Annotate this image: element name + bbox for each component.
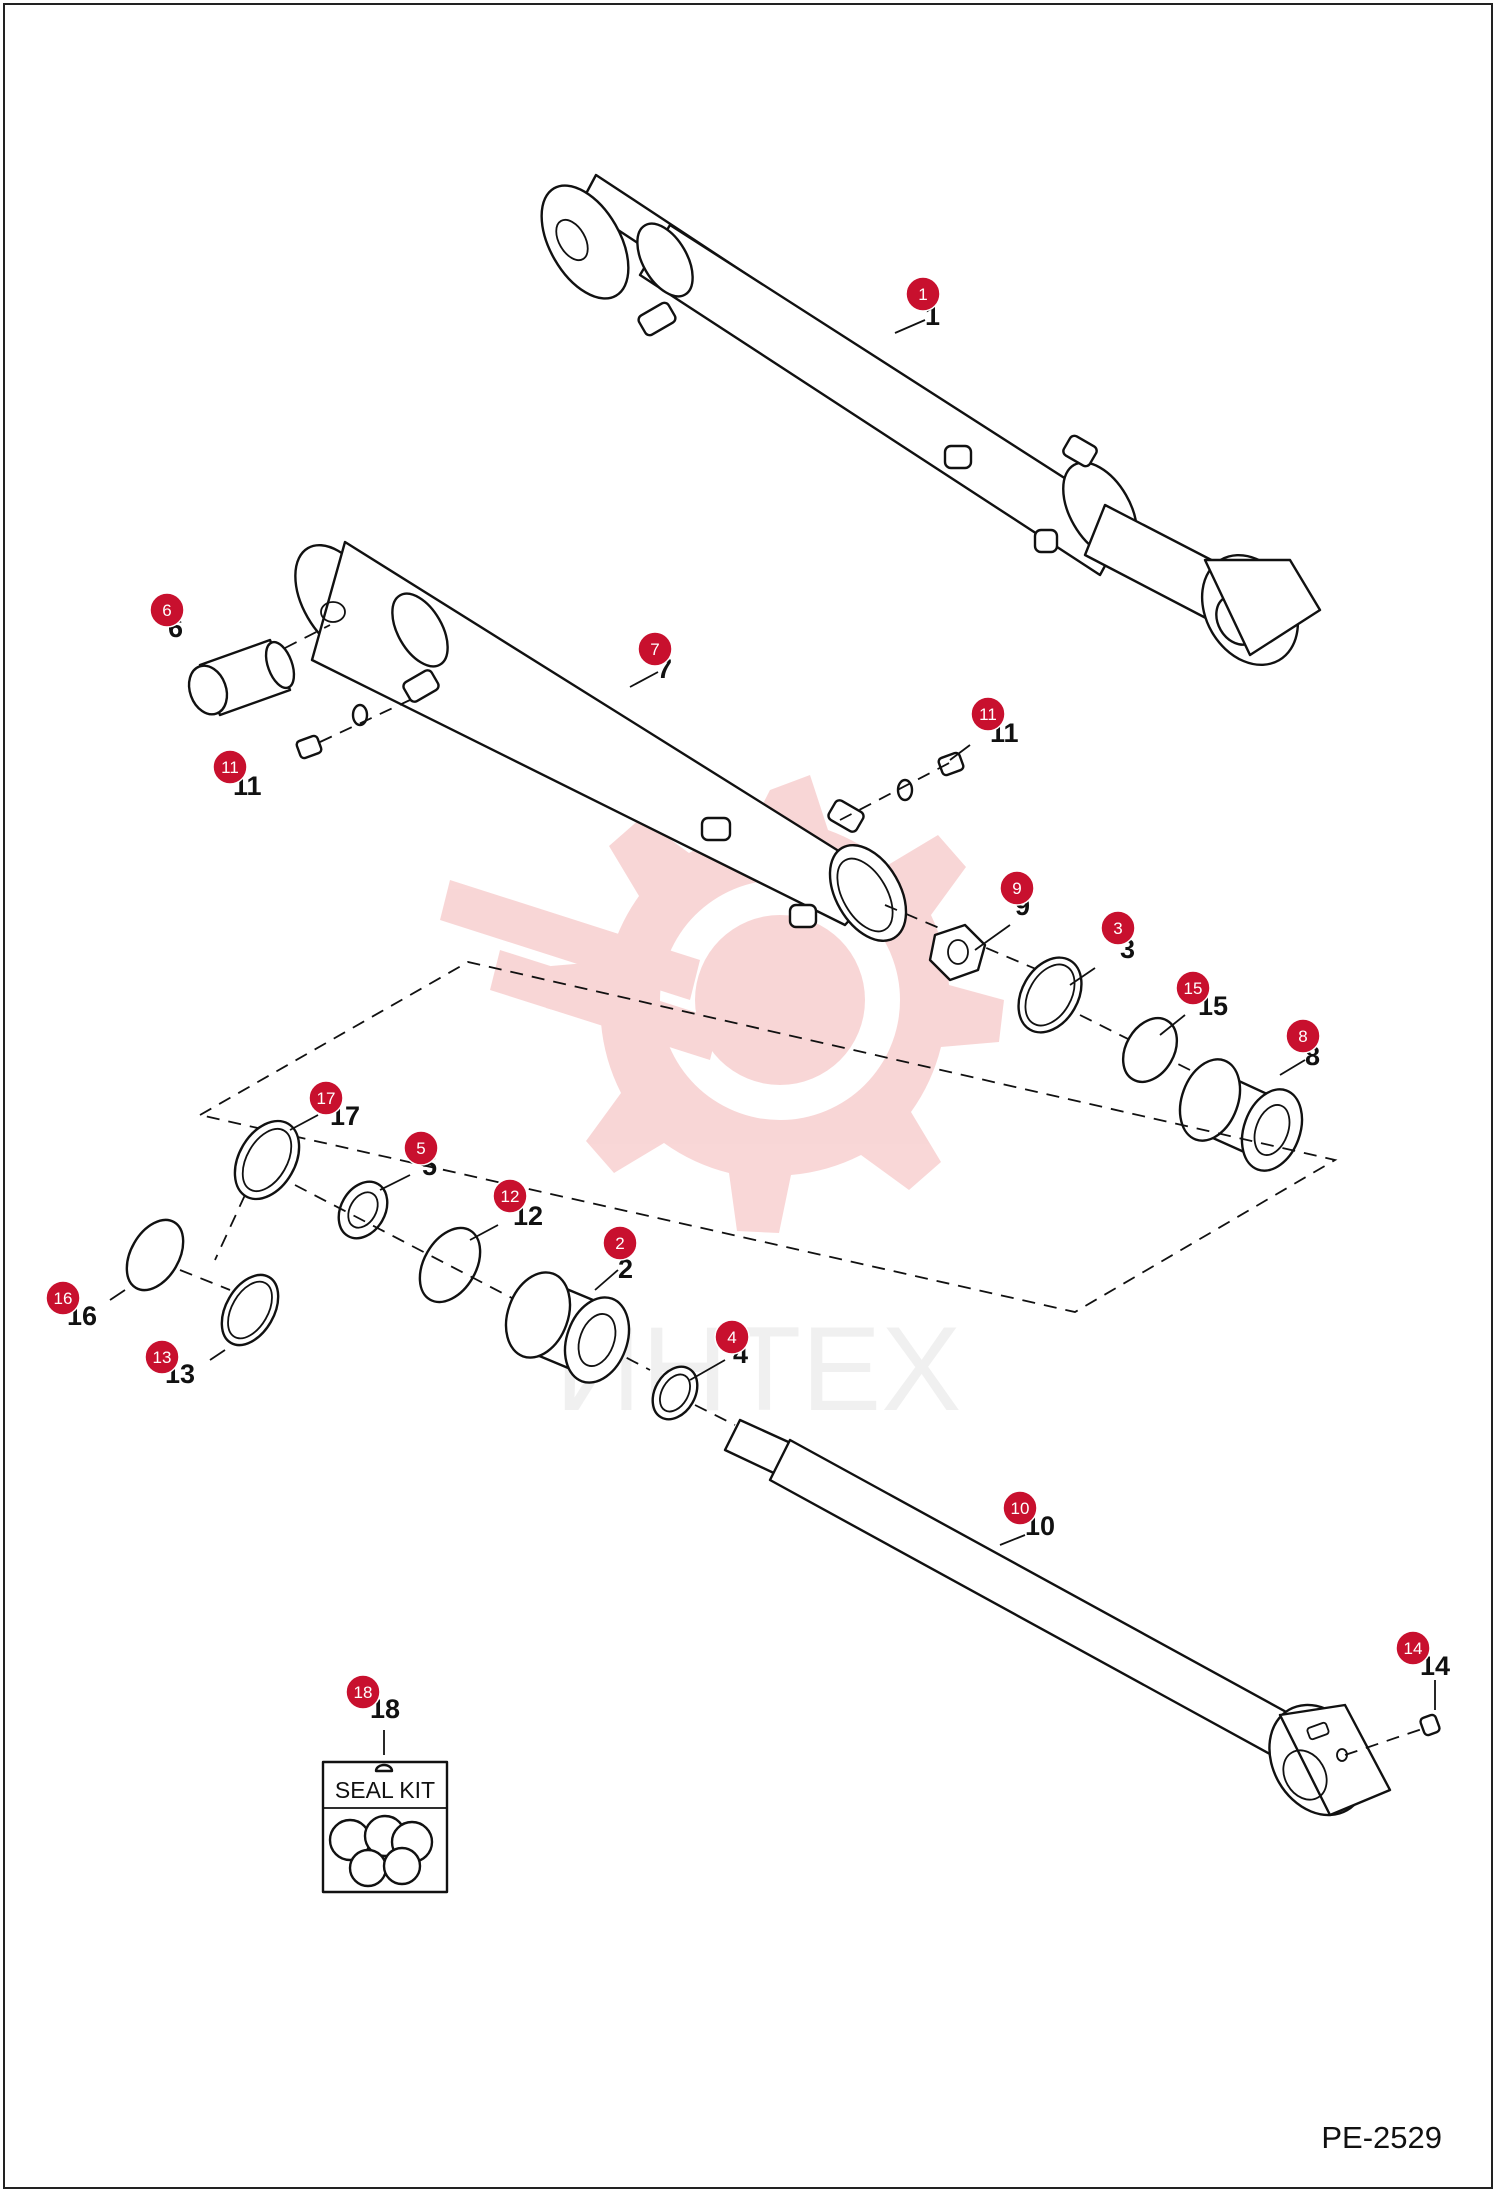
badge-circle bbox=[1002, 1490, 1038, 1526]
part-4-rod-seal bbox=[651, 1365, 699, 1421]
badge-18[interactable]: 18 bbox=[345, 1674, 381, 1710]
badge-circle bbox=[602, 1225, 638, 1261]
badge-12[interactable]: 12 bbox=[492, 1178, 528, 1214]
badge-circle bbox=[1100, 910, 1136, 946]
badge-8-text: 8 bbox=[1298, 1027, 1307, 1046]
badge-circle bbox=[905, 276, 941, 312]
badge-circle bbox=[1285, 1018, 1321, 1054]
badge-11-left[interactable]: 11 bbox=[212, 749, 248, 785]
part-6-bushing bbox=[187, 624, 331, 717]
badge-11-right-text: 11 bbox=[979, 705, 997, 724]
badge-15[interactable]: 15 bbox=[1175, 970, 1211, 1006]
badge-16-text: 16 bbox=[54, 1289, 73, 1308]
badge-11-left-text: 11 bbox=[221, 758, 239, 777]
part-11-fittings bbox=[295, 699, 965, 821]
badge-13-text: 13 bbox=[153, 1348, 172, 1367]
badge-9[interactable]: 9 bbox=[999, 870, 1035, 906]
leader-lines bbox=[109, 319, 1436, 1710]
part-8-piston bbox=[1178, 1058, 1304, 1172]
part-10-rod bbox=[694, 1404, 1392, 1817]
badge-18-text: 18 bbox=[354, 1683, 373, 1702]
badge-13[interactable]: 13 bbox=[144, 1339, 180, 1375]
badge-2-text: 2 bbox=[615, 1234, 624, 1253]
badge-17-text: 17 bbox=[317, 1089, 336, 1108]
badge-circle bbox=[1175, 970, 1211, 1006]
badge-3[interactable]: 3 bbox=[1100, 910, 1136, 946]
badge-7[interactable]: 7 bbox=[637, 631, 673, 667]
part-5-wiper bbox=[337, 1180, 389, 1240]
seal-kit-dashed-outline bbox=[197, 961, 1338, 1313]
badge-9-text: 9 bbox=[1012, 879, 1021, 898]
part-2-gland bbox=[504, 1271, 631, 1384]
badge-1-text: 1 bbox=[918, 285, 927, 304]
badge-circle bbox=[637, 631, 673, 667]
badge-1[interactable]: 1 bbox=[905, 276, 941, 312]
badge-12-text: 12 bbox=[501, 1187, 520, 1206]
badge-5[interactable]: 5 bbox=[403, 1130, 439, 1166]
badge-5-text: 5 bbox=[416, 1139, 425, 1158]
part-16-o-ring bbox=[125, 1218, 185, 1292]
part-1-assembled-cylinder bbox=[540, 173, 1322, 667]
badge-11-right[interactable]: 11 bbox=[970, 696, 1006, 732]
badge-7-text: 7 bbox=[650, 640, 659, 659]
part-18-seal-kit-box: SEAL KIT bbox=[321, 1730, 449, 1894]
badge-circle bbox=[403, 1130, 439, 1166]
badge-circle bbox=[149, 592, 185, 628]
badge-6-text: 6 bbox=[162, 601, 171, 620]
badge-14-text: 14 bbox=[1404, 1639, 1423, 1658]
badge-3-text: 3 bbox=[1113, 919, 1122, 938]
badge-circle bbox=[1395, 1630, 1431, 1666]
part-14-grease-fitting bbox=[1344, 1713, 1441, 1756]
badge-circle bbox=[970, 696, 1006, 732]
badge-10[interactable]: 10 bbox=[1002, 1490, 1038, 1526]
badge-circle bbox=[345, 1674, 381, 1710]
badge-callouts: 1 2 3 4 5 6 7 8 9 10 11 11 12 13 14 15 1… bbox=[45, 276, 1431, 1710]
drawing-frame bbox=[3, 3, 1493, 2189]
badge-4[interactable]: 4 bbox=[714, 1319, 750, 1355]
label-2: 2 bbox=[618, 1254, 633, 1284]
badge-15-text: 15 bbox=[1184, 979, 1203, 998]
badge-14[interactable]: 14 bbox=[1395, 1630, 1431, 1666]
badge-16[interactable]: 16 bbox=[45, 1280, 81, 1316]
badge-circle bbox=[999, 870, 1035, 906]
part-9-nut bbox=[884, 904, 1051, 982]
drawing-code: PE-2529 bbox=[1321, 2120, 1442, 2155]
badge-circle bbox=[308, 1080, 344, 1116]
badge-6[interactable]: 6 bbox=[149, 592, 185, 628]
seal-kit-label: SEAL KIT bbox=[335, 1777, 435, 1803]
part-13-ring bbox=[220, 1273, 280, 1347]
badge-17[interactable]: 17 bbox=[308, 1080, 344, 1116]
badge-4-text: 4 bbox=[727, 1328, 736, 1347]
part-3-ring bbox=[1017, 956, 1083, 1034]
badge-circle bbox=[714, 1319, 750, 1355]
badge-circle bbox=[492, 1178, 528, 1214]
badge-8[interactable]: 8 bbox=[1285, 1018, 1321, 1054]
badge-circle bbox=[144, 1339, 180, 1375]
part-17-ring bbox=[233, 1119, 301, 1201]
badge-2[interactable]: 2 bbox=[602, 1225, 638, 1261]
part-7-barrel bbox=[294, 540, 908, 942]
badge-circle bbox=[45, 1280, 81, 1316]
badge-circle bbox=[212, 749, 248, 785]
part-12-o-ring bbox=[418, 1226, 482, 1304]
badge-10-text: 10 bbox=[1011, 1499, 1030, 1518]
